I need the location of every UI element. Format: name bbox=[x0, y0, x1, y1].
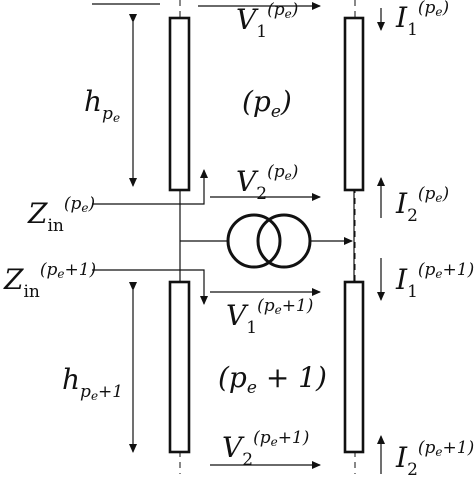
transformer-coil-left bbox=[226, 213, 282, 269]
label-v1-pe: V1(pe) bbox=[236, 0, 299, 42]
label-zin-pe1: Zin(pe+1) bbox=[4, 260, 97, 302]
label-i1-pe1: I1(pe+1) bbox=[396, 260, 474, 302]
label-cell-pe1: (pe + 1) bbox=[218, 361, 327, 398]
zin-pe1-feed bbox=[92, 269, 208, 305]
label-v2-pe: V2(pe) bbox=[236, 162, 299, 204]
label-v2-pe1: V2(pe+1) bbox=[222, 428, 310, 470]
label-i1-pe: I1(pe) bbox=[396, 0, 450, 40]
label-zin-pe: Zin(pe) bbox=[28, 194, 96, 236]
right-conductor-lower bbox=[343, 280, 365, 454]
label-i2-pe: I2(pe) bbox=[396, 184, 450, 226]
zin-pe-feed bbox=[92, 169, 208, 205]
label-h-pe1: hpe+1 bbox=[62, 363, 124, 403]
left-conductor-lower bbox=[168, 280, 191, 454]
label-v1-pe1: V1(pe+1) bbox=[226, 296, 314, 338]
label-cell-pe: (pe) bbox=[242, 85, 292, 122]
transformer-coil-right bbox=[256, 213, 312, 269]
label-h-pe: hpe bbox=[84, 85, 121, 125]
left-conductor-upper bbox=[168, 16, 191, 192]
right-conductor-upper bbox=[343, 16, 365, 192]
label-i2-pe1: I2(pe+1) bbox=[396, 438, 474, 480]
